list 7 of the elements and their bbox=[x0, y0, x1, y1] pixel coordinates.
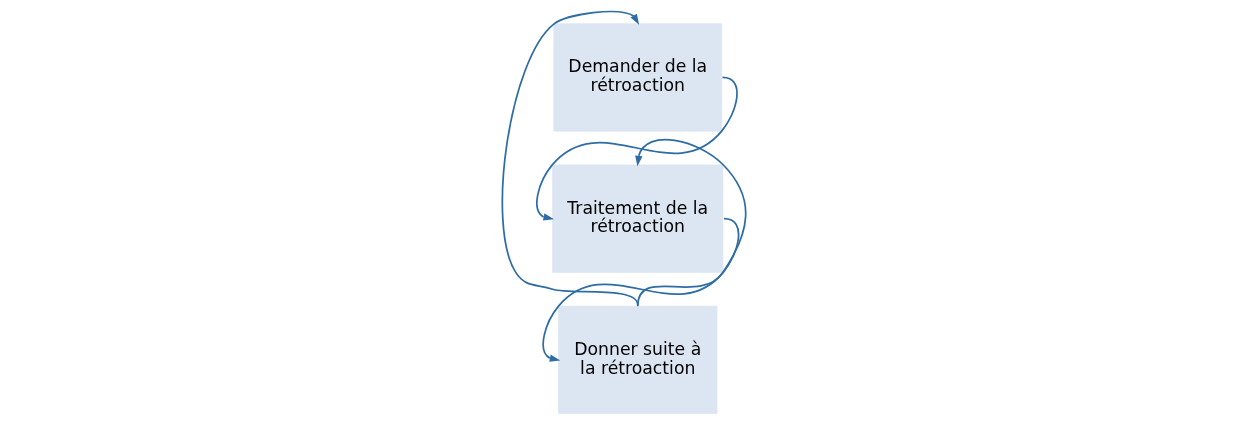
node-box: Demander de la rétroaction bbox=[552, 23, 722, 132]
node-box: Traitement de la rétroaction bbox=[551, 164, 723, 273]
arrow bbox=[535, 76, 738, 221]
arrow bbox=[541, 217, 739, 362]
arrow bbox=[634, 138, 746, 307]
arrow bbox=[501, 10, 639, 306]
node-box: Donner suite à la rétroaction bbox=[557, 305, 717, 414]
